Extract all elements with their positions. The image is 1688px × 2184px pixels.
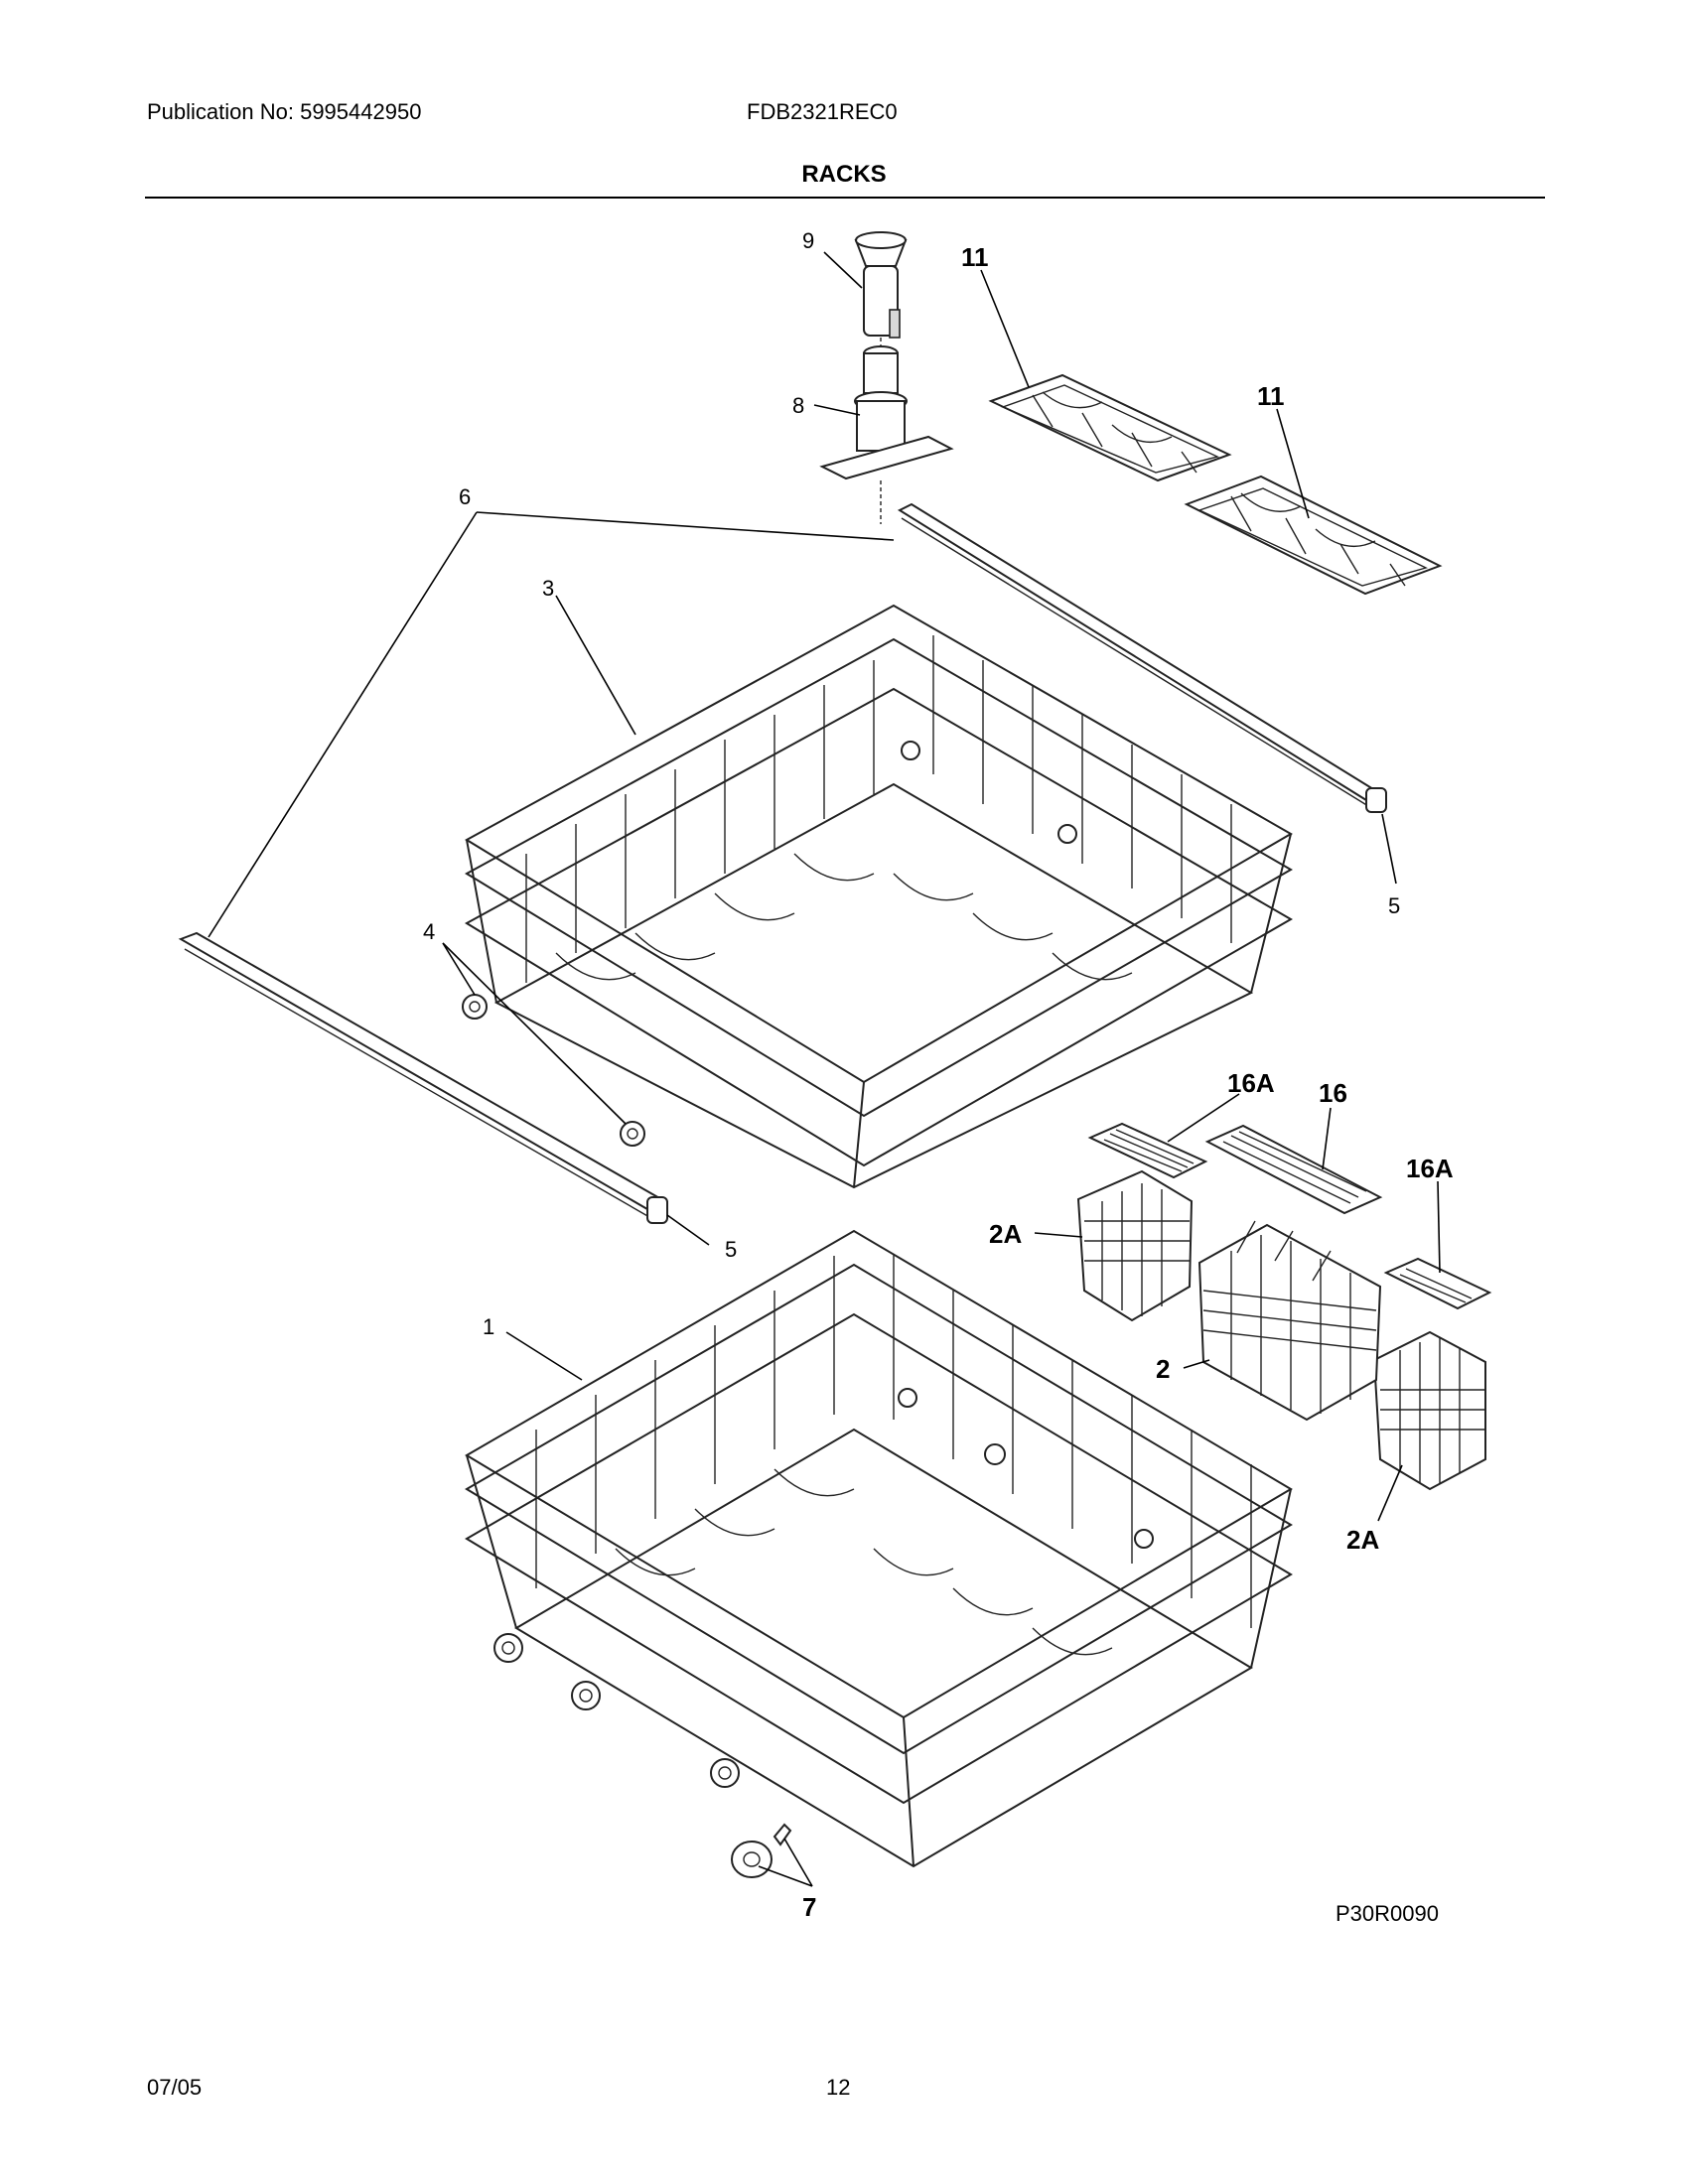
part-9-nozzle-cup bbox=[854, 231, 908, 349]
model-number: FDB2321REC0 bbox=[747, 99, 898, 124]
callout-6: 6 bbox=[459, 484, 471, 509]
part-4-rack-wheels bbox=[462, 994, 645, 1147]
part-11-cup-shelf-upper bbox=[988, 373, 1232, 482]
callout-2a-left: 2A bbox=[989, 1219, 1022, 1249]
leader-lines bbox=[208, 251, 1441, 1887]
part-1-lower-rack bbox=[465, 1229, 1293, 1868]
callout-2a-right: 2A bbox=[1346, 1525, 1379, 1555]
figure-id: P30R0090 bbox=[1336, 1901, 1439, 1926]
part-11-cup-shelf-lower bbox=[1184, 475, 1443, 596]
part-16a-cover-right bbox=[1383, 1257, 1492, 1310]
header-divider bbox=[145, 197, 1545, 199]
part-3-upper-rack bbox=[465, 604, 1293, 1189]
callout-16: 16 bbox=[1319, 1078, 1347, 1108]
callout-7: 7 bbox=[802, 1892, 816, 1922]
part-1-lower-rack-wheels bbox=[493, 1633, 740, 1788]
callout-16a-upper: 16A bbox=[1227, 1068, 1275, 1098]
callout-5-upper: 5 bbox=[1388, 893, 1400, 918]
callout-3: 3 bbox=[542, 576, 554, 601]
callout-11-lower: 11 bbox=[1257, 381, 1285, 411]
part-2a-basket-right bbox=[1372, 1330, 1486, 1491]
publication-number: Publication No: 5995442950 bbox=[147, 99, 422, 124]
callout-8: 8 bbox=[792, 393, 804, 418]
callout-16a-right: 16A bbox=[1406, 1154, 1454, 1183]
part-6-rail-lower bbox=[178, 931, 668, 1224]
callout-5-lower: 5 bbox=[725, 1237, 737, 1262]
section-title: RACKS bbox=[801, 161, 887, 188]
part-2-silverware-basket bbox=[1197, 1220, 1382, 1422]
part-6-rail-upper bbox=[897, 502, 1387, 813]
callout-9: 9 bbox=[802, 228, 814, 253]
part-7-wheel bbox=[731, 1823, 792, 1878]
part-2a-basket-left bbox=[1076, 1169, 1194, 1322]
callout-4: 4 bbox=[423, 919, 435, 944]
part-8-manifold bbox=[819, 345, 954, 524]
page-number: 12 bbox=[826, 2075, 851, 2100]
part-16a-cover-upper bbox=[1087, 1122, 1208, 1179]
callout-2: 2 bbox=[1156, 1354, 1170, 1384]
footer-date: 07/05 bbox=[147, 2075, 203, 2100]
callout-11-upper: 11 bbox=[961, 242, 989, 272]
callout-1: 1 bbox=[483, 1314, 494, 1339]
part-16-cover bbox=[1204, 1124, 1383, 1215]
